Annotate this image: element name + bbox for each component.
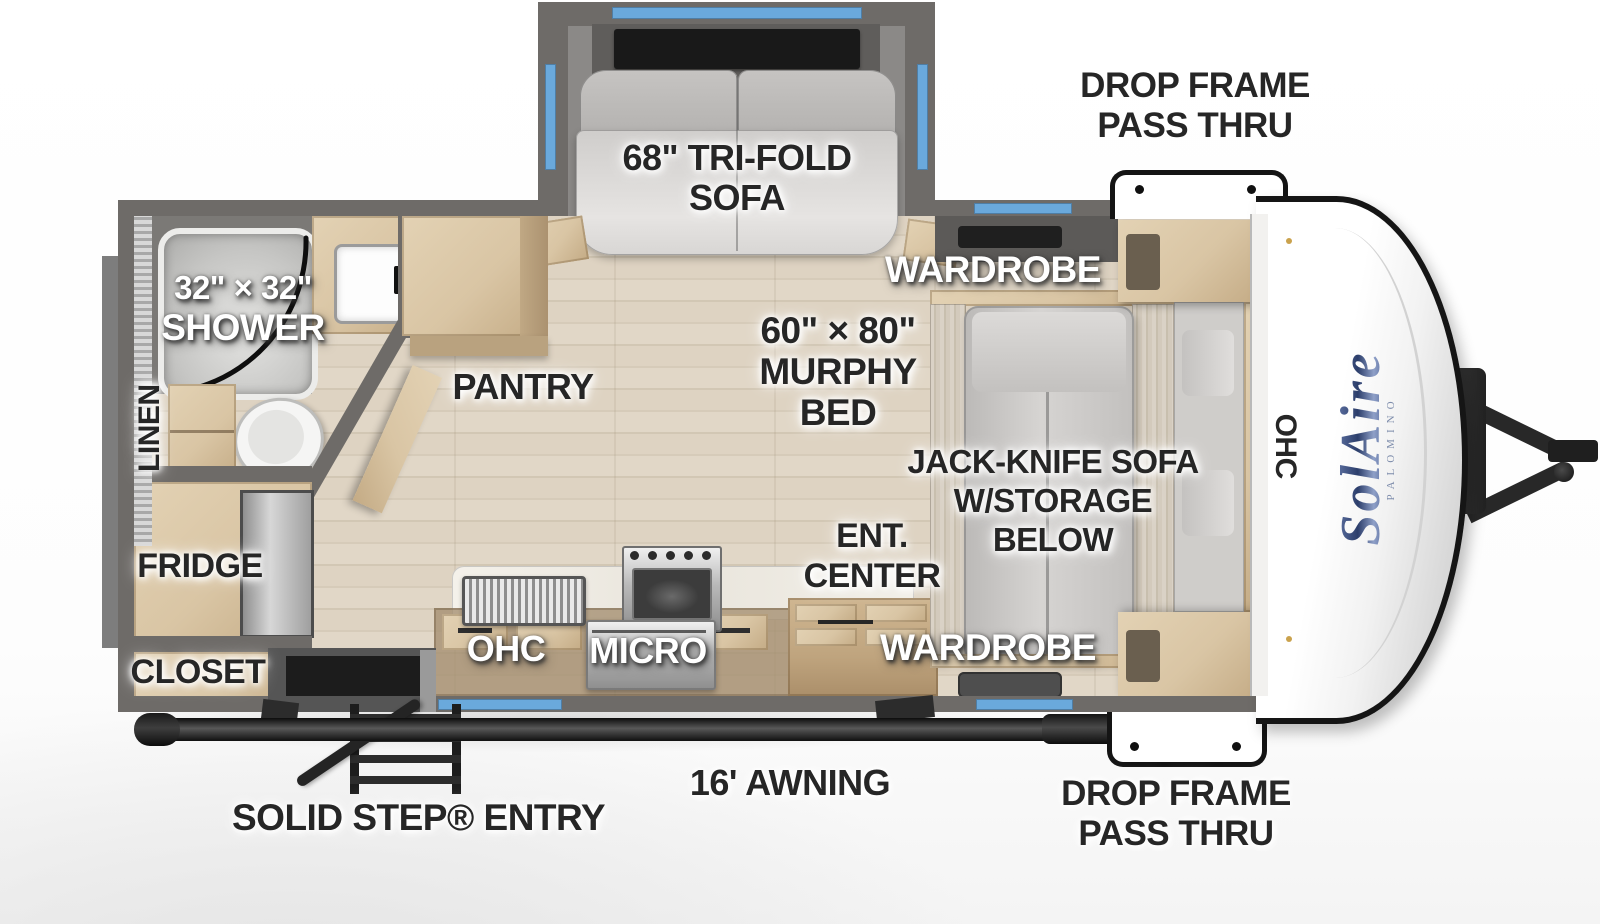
sofa-fold-seam [1046, 312, 1049, 656]
tv [614, 29, 860, 69]
brand-logo-text: SolAire [1329, 278, 1393, 618]
ohc-handle-3 [712, 628, 750, 633]
pantry-label: PANTRY [452, 366, 595, 407]
pass-thru-top-label: DROP FRAME PASS THRU [1080, 66, 1310, 145]
pass-thru-door-bottom [1107, 712, 1267, 767]
bench-pillow-2 [1182, 470, 1234, 536]
slideout-window-left [545, 64, 556, 170]
ent-drawer-slot [818, 620, 873, 624]
clearance-light-top [1286, 238, 1292, 244]
slideout-window-top [612, 7, 862, 19]
wardrobe-top-label: WARDROBE [885, 249, 1101, 290]
stove-knob-5 [702, 551, 711, 560]
ent-drawer-3 [795, 628, 857, 646]
ohc-kitchen-label: OHC [466, 628, 546, 669]
hitch-jack-wheel [1554, 462, 1574, 482]
top-wall-left [118, 200, 538, 216]
wardrobe-top-opening [1126, 234, 1160, 290]
ohc-handle-1 [458, 628, 492, 633]
front-cap-seam [1274, 228, 1427, 678]
oven-window [632, 568, 712, 620]
step-tray [958, 672, 1062, 698]
murphy-bed-label: 60" × 80" MURPHY BED [759, 310, 917, 433]
ent-drawer-2 [865, 604, 927, 622]
slideout-window-right [917, 64, 928, 170]
stove-knob-2 [648, 551, 657, 560]
bed-head-trim [930, 290, 1176, 306]
brand-logo: SolAire PALOMINO [1329, 278, 1415, 618]
wardrobe-bottom-opening [1126, 630, 1160, 682]
linen-drawer-seam [170, 430, 234, 433]
pantry-cabinet-side [520, 216, 548, 354]
murphy-bed-right-edge [1132, 304, 1174, 664]
closet-label: CLOSET [130, 653, 266, 691]
entry-threshold [420, 650, 436, 712]
awning-end-cap-left [134, 713, 180, 746]
slideout-tri-fold [538, 2, 935, 255]
kitchen-sink [462, 576, 586, 626]
bottom-wall-left [118, 696, 268, 712]
door-screw [1232, 742, 1241, 751]
bench-pillow-1 [1182, 330, 1234, 396]
sofa-top-cushion [972, 312, 1126, 392]
door-screw [1135, 185, 1144, 194]
fridge-wall-top [134, 466, 312, 482]
entry-step-well [286, 656, 420, 696]
window-bottom-right [976, 699, 1073, 710]
fridge-door [240, 490, 314, 638]
ent-center-label: ENT. CENTER [803, 517, 941, 595]
sofa-seat [576, 130, 898, 255]
awning-tube [162, 718, 1124, 741]
rear-trim [134, 216, 152, 546]
pass-thru-bottom-label: DROP FRAME PASS THRU [1061, 774, 1291, 853]
window-kitchen [438, 699, 562, 710]
step-rail-right [452, 704, 461, 794]
ent-drawer-1 [795, 604, 857, 622]
rear-wall [118, 200, 134, 712]
fridge-closet-divider [134, 636, 312, 652]
ent-drawer-4 [865, 628, 927, 646]
ohc-front-label: OHC [1269, 401, 1303, 491]
ohc-front-text: OHC [1269, 413, 1303, 479]
jack-knife-sofa-label: JACK-KNIFE SOFA W/STORAGE BELOW [907, 443, 1199, 558]
shower-label: 32" × 32" SHOWER [161, 269, 325, 348]
hitch-tongue [1548, 440, 1598, 462]
fridge-label: FRIDGE [137, 547, 263, 585]
stove-knob-1 [630, 551, 639, 560]
bed-foot-trim [930, 654, 1176, 668]
awning-label: 16' AWNING [689, 762, 891, 803]
sofa-seam [736, 76, 738, 251]
murphy-bed-left-edge [930, 304, 966, 664]
rear-bumper [102, 256, 118, 648]
front-cap-inner-wall [1250, 214, 1268, 696]
wardrobe-bottom-label: WARDROBE [880, 627, 1096, 668]
front-cap [1256, 196, 1468, 724]
entry-label: SOLID STEP® ENTRY [232, 797, 606, 838]
brand-logo-sub: PALOMINO [1385, 395, 1397, 501]
linen-cabinet [168, 384, 236, 482]
shower-door-arc [193, 235, 309, 391]
step-rung-3 [350, 755, 461, 763]
step-rung-4 [350, 776, 461, 784]
tri-fold-sofa-label: 68" TRI-FOLD SOFA [622, 137, 852, 218]
stove-knob-4 [684, 551, 693, 560]
window-top-right [974, 203, 1072, 214]
microwave-door-seam [592, 630, 706, 633]
clearance-light-bottom [1286, 636, 1292, 642]
micro-label: MICRO [589, 630, 707, 671]
stove-knob-3 [666, 551, 675, 560]
bed-ledge-vent [958, 226, 1062, 248]
door-screw [1130, 742, 1139, 751]
door-screw [1247, 185, 1256, 194]
linen-label: LINEN [132, 384, 166, 472]
pantry-cabinet-base [410, 336, 548, 356]
